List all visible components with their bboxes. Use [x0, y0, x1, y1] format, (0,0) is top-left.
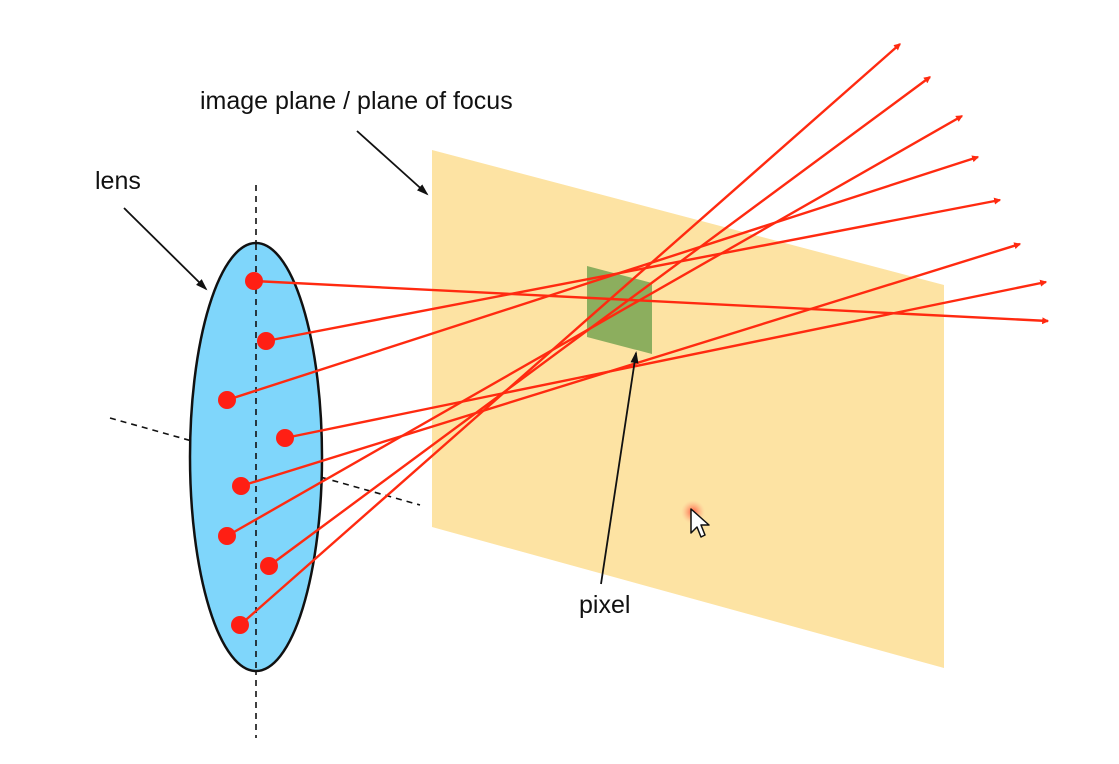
lens-point-8 — [231, 616, 249, 634]
mouse-cursor-icon[interactable] — [690, 508, 710, 538]
light-ray-5 — [240, 242, 1022, 488]
lens-point-3 — [218, 391, 236, 409]
image-plane — [432, 150, 944, 668]
light-ray-4 — [284, 279, 1048, 440]
pixel-label: pixel — [579, 591, 630, 619]
pixel-square — [587, 266, 652, 354]
lens-point-1 — [245, 272, 263, 290]
lens-point-group — [218, 272, 294, 634]
lens-label: lens — [95, 167, 141, 195]
light-ray-3 — [226, 155, 980, 402]
lens-pointer-arrow — [123, 207, 208, 291]
light-ray-7 — [268, 76, 931, 567]
optical-horizontal-axis — [109, 417, 421, 506]
lens-point-2 — [257, 332, 275, 350]
plane-label: image plane / plane of focus — [200, 87, 513, 115]
lens-point-5 — [232, 477, 250, 495]
light-ray-1 — [253, 279, 1050, 325]
pixel-pointer-arrow — [600, 351, 639, 585]
lens-point-4 — [276, 429, 294, 447]
plane-pointer-arrow — [356, 130, 429, 196]
light-ray-8 — [239, 43, 901, 626]
ray-group — [226, 43, 1050, 626]
light-ray-2 — [265, 197, 1002, 343]
lens-point-6 — [218, 527, 236, 545]
lens-point-7 — [260, 557, 278, 575]
